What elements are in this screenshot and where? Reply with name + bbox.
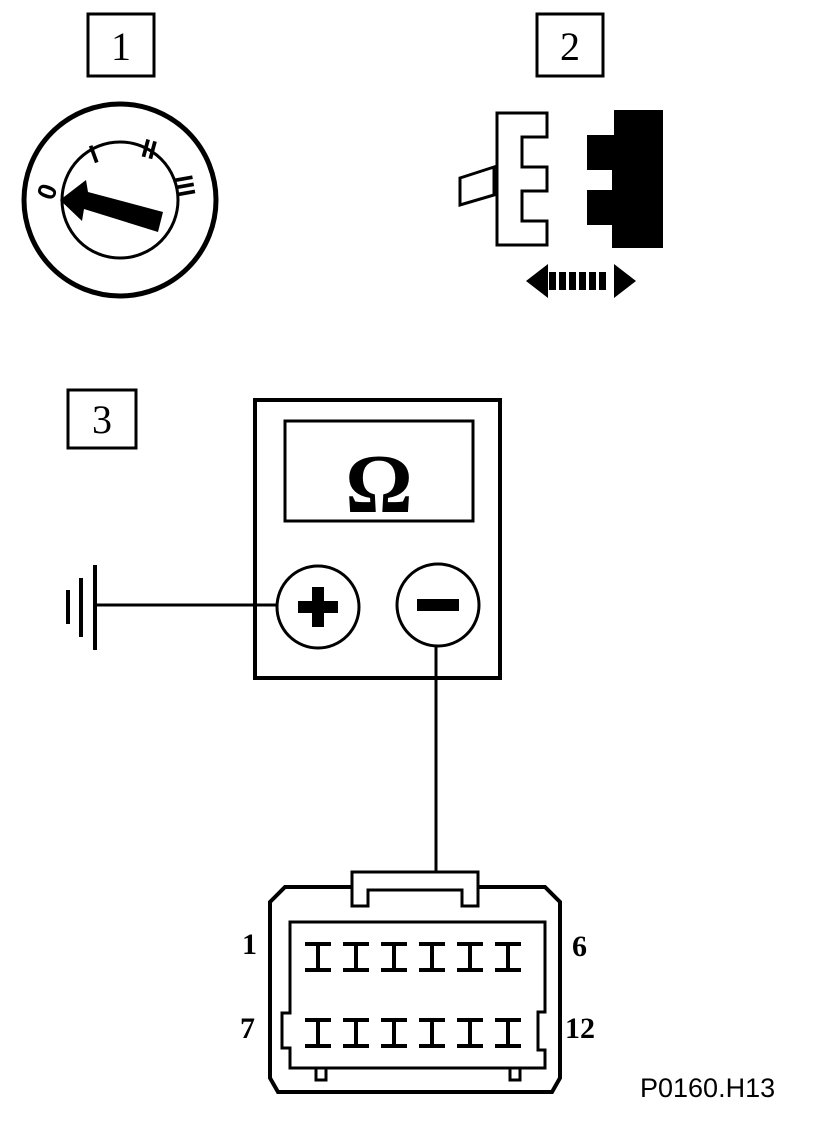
pin-7	[305, 1018, 331, 1048]
svg-text:2: 2	[560, 24, 580, 69]
pin-1	[305, 942, 331, 972]
harness-connector: 1 6 7 12	[240, 870, 595, 1094]
key-position-3: III	[168, 173, 201, 200]
step-1-label: 1	[86, 12, 156, 78]
pin-3	[381, 942, 407, 972]
positive-terminal	[275, 564, 361, 650]
key-pointer-icon	[60, 180, 163, 232]
pin-row-bottom	[305, 1018, 521, 1048]
plug-half-icon	[495, 111, 549, 247]
socket-half-icon	[587, 110, 663, 248]
pin-10	[419, 1018, 445, 1048]
pin-label-6: 6	[572, 930, 587, 963]
release-tab-icon	[458, 164, 496, 208]
connector-lock-tab	[350, 870, 480, 908]
step-2-label: 2	[535, 12, 605, 78]
svg-text:3: 3	[92, 397, 112, 442]
pin-12	[495, 1018, 521, 1048]
pin-8	[343, 1018, 369, 1048]
step-3-label: 3	[66, 388, 138, 450]
pin-2	[343, 942, 369, 972]
ground-icon	[66, 565, 97, 650]
pin-row-top	[305, 942, 521, 972]
svg-text:1: 1	[111, 24, 131, 69]
pin-5	[457, 942, 483, 972]
pin-label-12: 12	[565, 1012, 595, 1045]
pin-label-7: 7	[240, 1012, 255, 1045]
ohmmeter: Ω	[253, 398, 502, 680]
pin-6	[495, 942, 521, 972]
pin-label-1: 1	[242, 928, 257, 961]
reference-code: P0160.H13	[640, 1073, 775, 1103]
negative-terminal	[395, 562, 481, 648]
double-arrow-icon	[526, 264, 636, 298]
pin-11	[457, 1018, 483, 1048]
disconnect-connector-icon	[458, 110, 663, 298]
pin-9	[381, 1018, 407, 1048]
ignition-switch-icon: 0 I II III	[21, 101, 219, 299]
meter-display	[283, 419, 475, 523]
pin-4	[419, 942, 445, 972]
ohm-symbol: Ω	[345, 438, 412, 531]
